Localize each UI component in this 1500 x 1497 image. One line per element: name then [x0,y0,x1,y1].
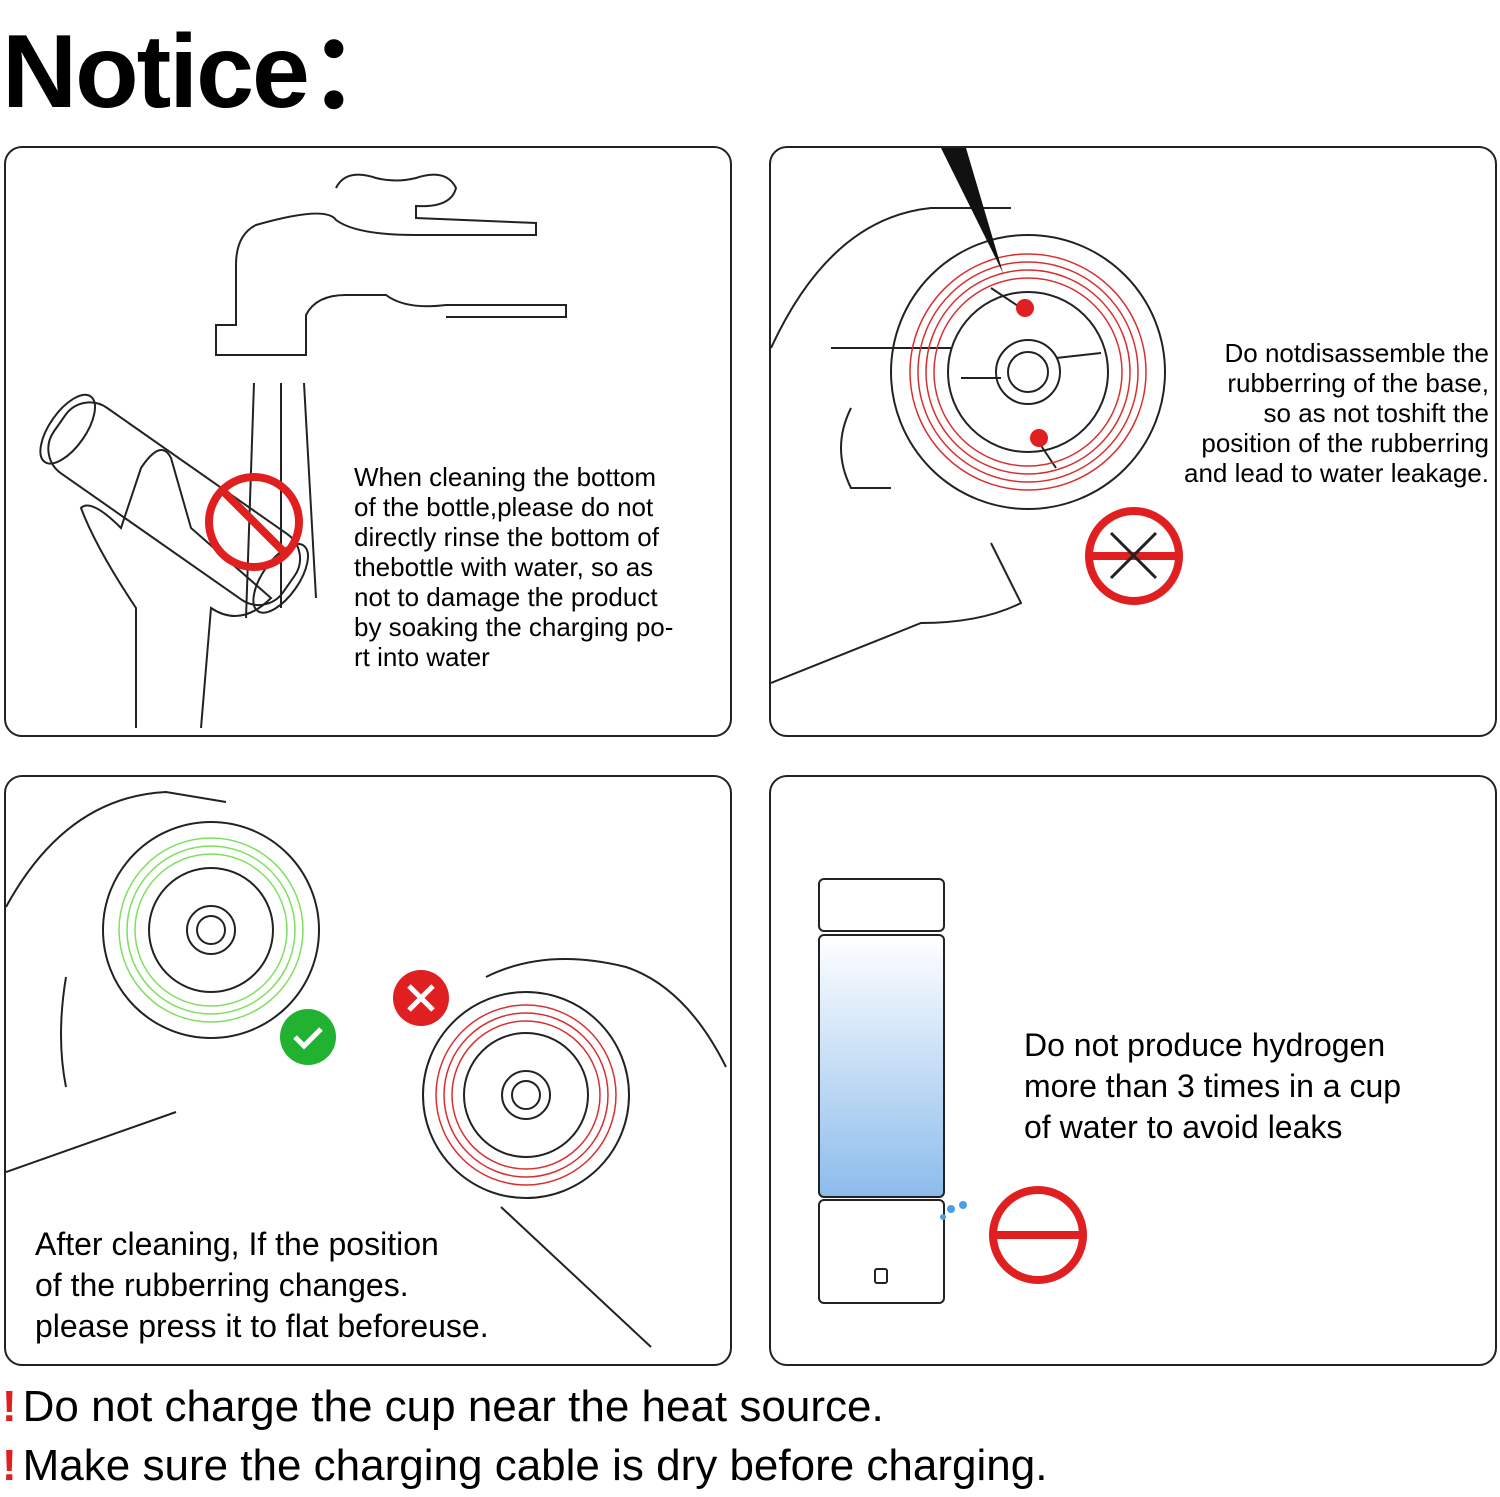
faucet-bottle-illustration [39,173,567,729]
warning-text: Make sure the charging cable is dry befo… [22,1441,1048,1490]
exclamation-icon: ! [2,1382,17,1431]
panel-rubberring-warning: Do notdisassemble the rubberring of the … [769,146,1497,737]
warning-heat-source: !Do not charge the cup near the heat sou… [2,1382,884,1432]
base-disassembly-illustration [771,148,1183,684]
no-overuse-icon [989,1186,1087,1284]
warning-text: Do not charge the cup near the heat sour… [22,1382,884,1431]
panel-text: When cleaning the bottom of the bottle,p… [354,462,674,672]
ring-comparison-illustration [6,790,727,1348]
panel-press-ring: After cleaning, If the position of the r… [4,775,732,1366]
warning-dry-cable: !Make sure the charging cable is dry bef… [2,1441,1047,1491]
check-icon [280,1009,336,1065]
exclamation-icon: ! [2,1441,17,1490]
panel-rinse-warning: When cleaning the bottom of the bottle,p… [4,146,732,737]
page-title: Notice： [2,14,412,130]
panel-text: After cleaning, If the position of the r… [35,1226,489,1344]
prohibition-icon [205,473,303,571]
panel-text: Do notdisassemble the rubberring of the … [1184,338,1489,488]
hydrogen-cup-illustration [818,878,1087,1304]
panel-hydrogen-limit: Do not produce hydrogen more than 3 time… [769,775,1497,1366]
panel-text: Do not produce hydrogen more than 3 time… [1024,1027,1402,1145]
cross-icon [393,970,449,1026]
